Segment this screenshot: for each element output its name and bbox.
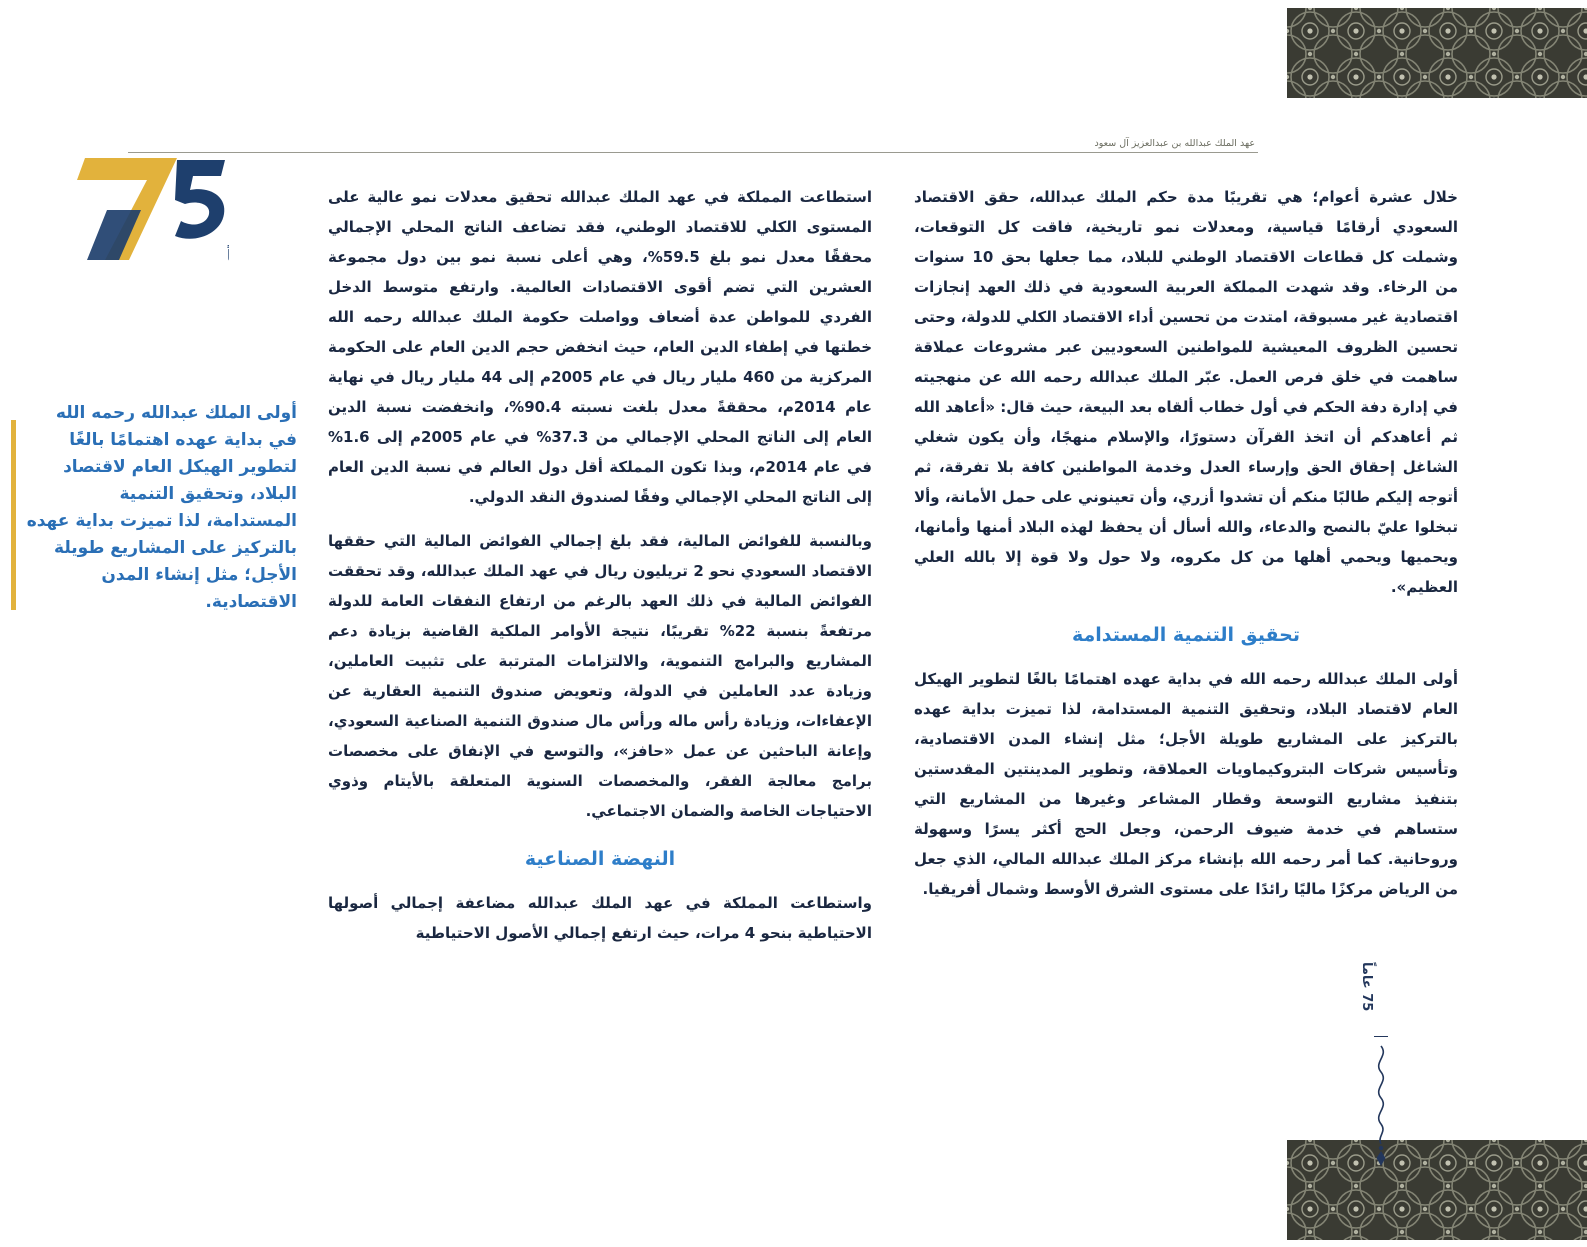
- column-right: خلال عشرة أعوام؛ هي تقريبًا مدة حكم المل…: [914, 182, 1458, 1135]
- logo-navy-swatch: [87, 210, 141, 260]
- anniversary-75-logo: عاماً: [77, 158, 229, 265]
- paragraph: استطاعت المملكة في عهد الملك عبدالله تحق…: [328, 188, 873, 506]
- pull-quote: أولى الملك عبدالله رحمه الله في بداية عه…: [11, 400, 297, 616]
- pull-quote-text: أولى الملك عبدالله رحمه الله في بداية عه…: [26, 403, 297, 612]
- column-left: استطاعت المملكة في عهد الملك عبدالله تحق…: [328, 182, 872, 1135]
- arabesque-flourish-ornament: [1376, 1045, 1386, 1166]
- header-rule: [128, 152, 1258, 153]
- section-heading-sustainable-development: تحقيق التنمية المستدامة: [1071, 624, 1301, 646]
- paragraph: خلال عشرة أعوام؛ هي تقريبًا مدة حكم المل…: [914, 188, 1458, 596]
- pull-quote-accent-bar: [11, 420, 16, 610]
- paragraph: أولى الملك عبدالله رحمه الله في بداية عه…: [914, 670, 1458, 898]
- side-tick-divider: [1374, 1036, 1388, 1037]
- paragraph: واستطاعت المملكة في عهد الملك عبدالله مض…: [328, 894, 872, 942]
- logo-numeral-5: [175, 160, 225, 239]
- section-heading-industrial-renaissance: النهضة الصناعية: [524, 848, 676, 870]
- side-page-label: 75 عاماً: [1359, 962, 1374, 1012]
- logo-numeral-7: [77, 158, 177, 260]
- ornamental-border-top: [1287, 8, 1587, 98]
- article-body: خلال عشرة أعوام؛ هي تقريبًا مدة حكم المل…: [328, 182, 1458, 1135]
- ornamental-border-bottom: [1287, 1140, 1587, 1240]
- logo-years-label: عاماً: [227, 243, 229, 265]
- paragraph: وبالنسبة للفوائض المالية، فقد بلغ إجمالي…: [328, 532, 872, 820]
- running-header: عهد الملك عبدالله بن عبدالعزيز آل سعود: [1094, 138, 1255, 149]
